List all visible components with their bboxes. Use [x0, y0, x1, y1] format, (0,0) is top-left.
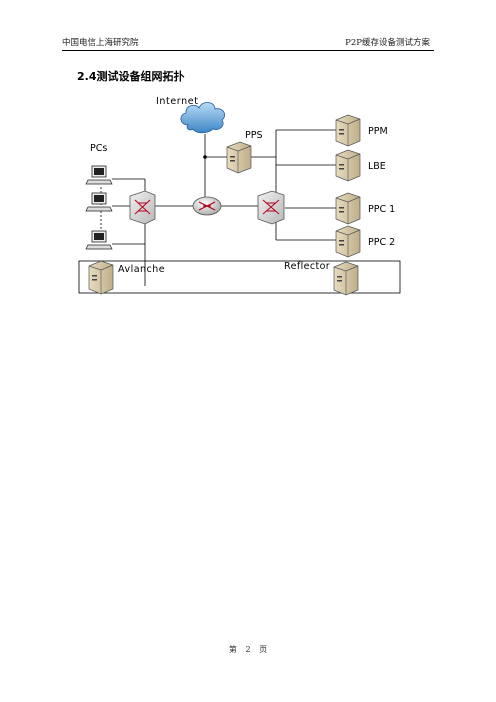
junction-dot [203, 155, 207, 159]
ppc2-server-icon [335, 225, 361, 258]
section-title: 2.4测试设备组网拓扑 [77, 70, 185, 83]
pc-icon [85, 165, 113, 185]
cloud-icon [180, 102, 225, 134]
avalanche-switch-icon [129, 190, 156, 225]
reflector-switch-icon [257, 190, 285, 225]
lbe-label: LBE [368, 161, 386, 172]
page-footer: 第 2 页 [0, 644, 496, 655]
header-doc-title: P2P缓存设备测试方案 [345, 38, 430, 48]
pc-icon [85, 230, 113, 250]
reflector-label: Reflector [284, 261, 330, 272]
header-org: 中国电信上海研究院 [62, 38, 139, 48]
internet-label: Internet [156, 96, 199, 107]
pps-server-icon [226, 141, 252, 174]
connection-lines [100, 129, 336, 286]
pc-icon [85, 192, 113, 212]
lbe-server-icon [335, 149, 361, 182]
page-number: 2 [245, 645, 251, 654]
ppc2-label: PPC 2 [368, 237, 395, 248]
ppm-server-icon [335, 114, 361, 147]
footer-prefix: 第 [228, 645, 237, 654]
pcs-label: PCs [90, 143, 107, 154]
pps-label: PPS [245, 130, 263, 141]
test-bed-box [78, 260, 401, 294]
router-icon [192, 196, 222, 216]
ppc1-server-icon [335, 192, 361, 225]
ppm-label: PPM [368, 126, 388, 137]
ppc1-label: PPC 1 [368, 204, 395, 215]
avalanche-label: Avlanche [118, 264, 165, 275]
footer-suffix: 页 [259, 645, 268, 654]
reflector-server-icon [333, 261, 359, 296]
header-rule [62, 50, 434, 51]
avalanche-server-icon [88, 260, 114, 295]
